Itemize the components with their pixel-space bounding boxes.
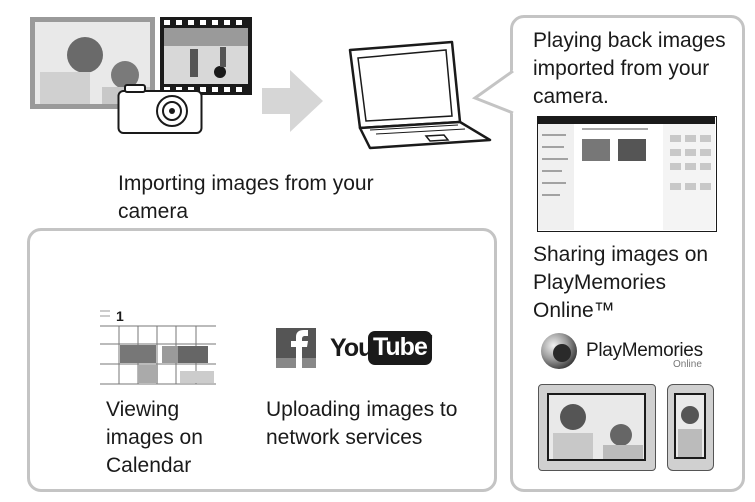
- calendar-day-number: 1: [116, 308, 124, 324]
- upload-caption: Uploading images to network services: [266, 398, 458, 449]
- youtube-you: You: [330, 334, 373, 362]
- youtube-tube: Tube: [368, 331, 432, 365]
- calendar-icon: 1: [100, 308, 217, 386]
- tablet-icon: [538, 384, 656, 471]
- phone-icon: [667, 384, 714, 471]
- playback-caption: Playing back images imported from your c…: [533, 29, 726, 108]
- panel-pointer: [472, 70, 514, 115]
- software-screenshot: [537, 116, 717, 232]
- arrow-right-icon: [262, 70, 324, 132]
- facebook-icon: [276, 328, 316, 368]
- sharing-caption: Sharing images on PlayMemories Online™: [533, 243, 709, 322]
- laptop-icon: [340, 38, 492, 150]
- playmemories-brand: PlayMemories: [586, 340, 703, 361]
- youtube-logo: You Tube ™: [330, 331, 440, 367]
- playmemories-sub: Online: [673, 359, 702, 370]
- calendar-caption: Viewing images on Calendar: [106, 398, 203, 477]
- film-strip-icon: [160, 17, 252, 95]
- youtube-tm: ™: [424, 333, 433, 343]
- playmemories-logo-icon: [540, 332, 578, 370]
- camera-icon: [117, 83, 203, 135]
- importing-caption: Importing images from your camera: [118, 172, 374, 223]
